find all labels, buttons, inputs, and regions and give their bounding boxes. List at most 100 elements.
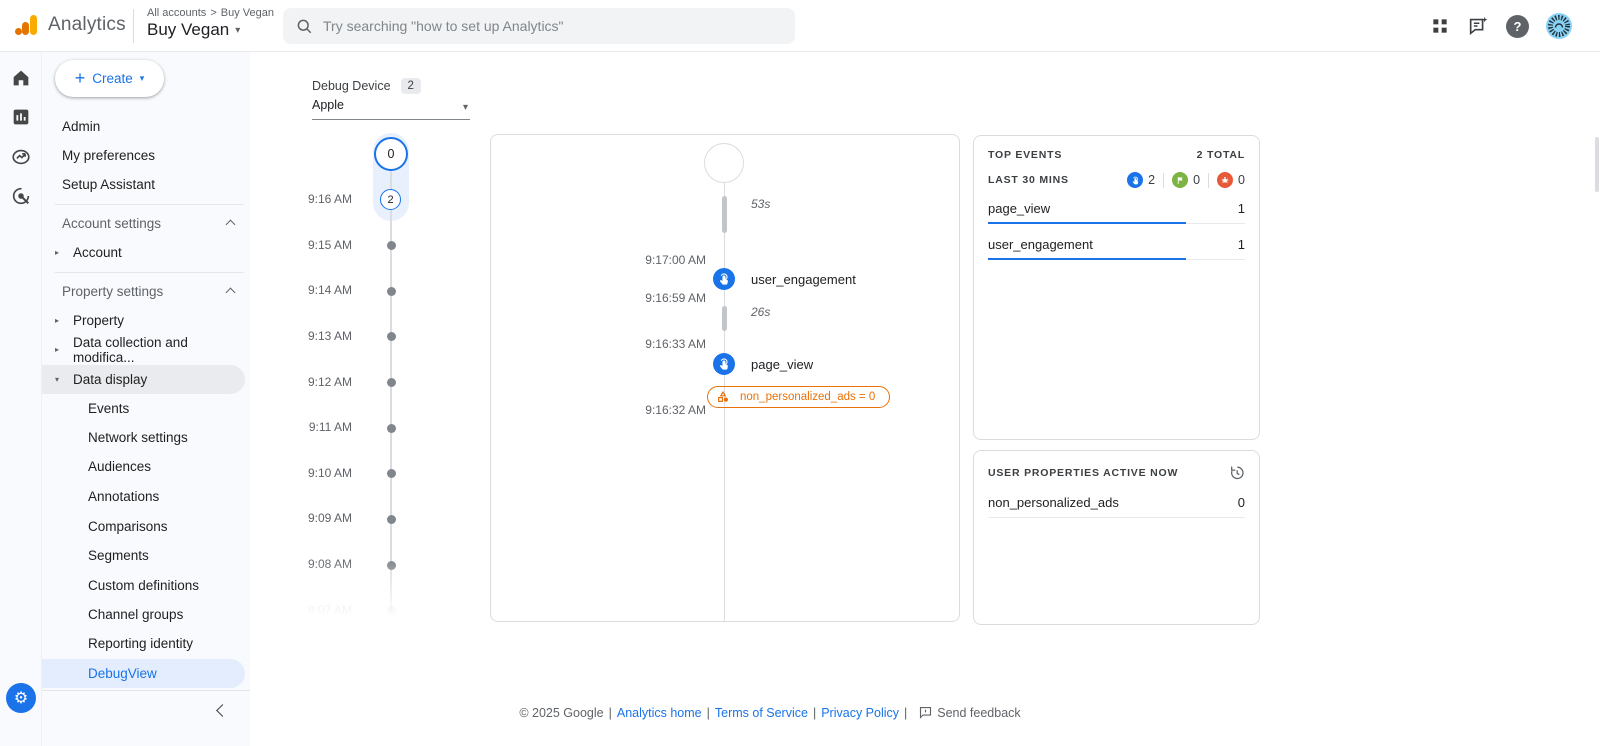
breadcrumb-separator: > [210, 7, 217, 19]
minute-dot[interactable] [386, 332, 396, 341]
footer-link-privacy[interactable]: Privacy Policy [821, 706, 900, 720]
sidebar-item-comparisons[interactable]: Comparisons [88, 519, 168, 534]
minute-label: 9:12 AM [307, 375, 352, 389]
divider [55, 204, 244, 205]
diagnostics-grid-icon[interactable] [1430, 16, 1450, 36]
sidebar-item-data-collection[interactable]: ▸ Data collection and modifica... [55, 334, 188, 365]
sidebar-item-network-settings[interactable]: Network settings [88, 430, 188, 445]
avatar[interactable] [1546, 13, 1572, 39]
insights-feedback-icon[interactable] [1467, 15, 1489, 37]
event-count-bar [988, 258, 1186, 260]
history-icon[interactable] [1228, 464, 1245, 481]
event-name[interactable]: user_engagement [751, 272, 856, 287]
top-event-row[interactable]: page_view 1 [988, 197, 1245, 224]
user-properties-title: USER PROPERTIES ACTIVE NOW [988, 466, 1179, 479]
chevron-down-icon: ▾ [462, 102, 468, 113]
minute-dot[interactable] [386, 241, 396, 250]
duration-label: 26s [751, 305, 771, 319]
chevron-left-icon [215, 703, 229, 717]
user-property-chip[interactable]: non_personalized_ads = 0 [707, 386, 891, 408]
minute-bubble-916[interactable]: 2 [380, 189, 401, 210]
scrollbar-thumb[interactable] [1595, 137, 1599, 192]
minute-dot[interactable] [386, 606, 396, 615]
advertising-icon[interactable] [10, 185, 32, 207]
divider [55, 272, 244, 273]
minute-label: 9:11 AM [308, 420, 352, 434]
event-icon[interactable] [713, 353, 735, 375]
analytics-logo[interactable]: Analytics [14, 12, 126, 38]
sidebar-item-audiences[interactable]: Audiences [88, 459, 152, 474]
sidebar-item-debugview[interactable]: DebugView [42, 659, 245, 688]
event-icon[interactable] [713, 268, 735, 290]
top-events-subtitle: LAST 30 MINS [988, 174, 1069, 186]
divider [42, 690, 250, 691]
home-icon[interactable] [10, 67, 32, 89]
duration-label: 53s [751, 197, 771, 211]
minute-dot[interactable] [386, 424, 396, 433]
user-property-row[interactable]: non_personalized_ads 0 [988, 491, 1245, 518]
nav-rail: ⚙ [0, 52, 42, 746]
debug-device-label: Debug Device [312, 79, 391, 93]
search-input[interactable] [323, 18, 763, 34]
sidebar-item-data-display[interactable]: ▾ Data display [42, 365, 245, 394]
collapse-sidebar-button[interactable] [212, 700, 232, 720]
sidebar-item-segments[interactable]: Segments [88, 548, 149, 563]
property-title[interactable]: Buy Vegan [147, 20, 230, 39]
send-feedback-link[interactable]: Send feedback [937, 706, 1021, 720]
sidebar-item-property[interactable]: ▸ Property [55, 313, 125, 328]
debugview-main: Debug Device 2 Apple ▾ 0 2 9:16 AM 9:15 … [250, 52, 1600, 746]
section-account-settings[interactable]: Account settings [42, 209, 250, 238]
create-button[interactable]: + Create ▾ [55, 60, 164, 97]
timeline-line [390, 171, 392, 611]
debug-device-select[interactable]: Apple ▾ [312, 98, 470, 120]
divider [1208, 172, 1210, 188]
top-events-total: 2 TOTAL [1196, 149, 1245, 161]
brand-name: Analytics [48, 14, 126, 35]
reports-icon[interactable] [10, 106, 32, 128]
event-time: 9:16:32 AM [645, 403, 706, 417]
account-switcher[interactable]: All accounts > Buy Vegan Buy Vegan ▾ [147, 7, 274, 40]
minute-dot[interactable] [386, 469, 396, 478]
minute-dot[interactable] [386, 287, 396, 296]
section-property-settings[interactable]: Property settings [42, 277, 250, 306]
minute-dot[interactable] [386, 561, 396, 570]
sidebar-item-annotations[interactable]: Annotations [88, 489, 160, 504]
duration-segment [721, 306, 727, 331]
footer-link-terms[interactable]: Terms of Service [714, 706, 808, 720]
chevron-down-icon: ▾ [139, 73, 145, 83]
minute-label: 9:07 AM [307, 603, 352, 617]
sidebar-item-custom-definitions[interactable]: Custom definitions [88, 578, 200, 593]
sidebar-item-my-preferences[interactable]: My preferences [62, 148, 156, 163]
event-name[interactable]: page_view [751, 357, 814, 372]
event-time: 9:16:33 AM [645, 337, 706, 351]
breadcrumb: All accounts > Buy Vegan [147, 7, 274, 19]
sidebar-item-setup-assistant[interactable]: Setup Assistant [62, 177, 156, 192]
shapes-property-icon [718, 390, 729, 402]
minute-dot[interactable] [386, 378, 396, 387]
chevron-down-icon: ▾ [235, 24, 241, 36]
feedback-icon [920, 706, 932, 719]
minutes-timeline: 0 2 9:16 AM 9:15 AM 9:14 AM 9:13 AM 9:12… [290, 125, 456, 630]
footer-link-analytics-home[interactable]: Analytics home [616, 706, 702, 720]
explore-icon[interactable] [10, 146, 32, 168]
sidebar-item-account[interactable]: ▸ Account [55, 245, 122, 260]
admin-gear-button[interactable]: ⚙ [6, 683, 36, 713]
current-minute-bubble[interactable]: 0 [374, 137, 408, 171]
breadcrumb-current[interactable]: Buy Vegan [220, 7, 274, 19]
sidebar-item-channel-groups[interactable]: Channel groups [88, 607, 184, 622]
events-count-icon [1127, 172, 1144, 188]
minute-label: 9:09 AM [307, 511, 352, 525]
minute-dot[interactable] [386, 515, 396, 524]
event-time: 9:17:00 AM [645, 253, 706, 267]
analytics-logo-icon [15, 15, 37, 35]
sidebar-item-admin[interactable]: Admin [62, 119, 101, 134]
user-properties-card: USER PROPERTIES ACTIVE NOW non_personali… [973, 450, 1260, 625]
sidebar-item-reporting-identity[interactable]: Reporting identity [88, 636, 194, 651]
help-icon[interactable]: ? [1506, 14, 1529, 38]
breadcrumb-root[interactable]: All accounts [147, 7, 207, 19]
search-bar[interactable] [283, 8, 795, 44]
sidebar-item-events[interactable]: Events [88, 401, 130, 416]
top-event-row[interactable]: user_engagement 1 [988, 233, 1245, 260]
minute-label: 9:14 AM [307, 283, 352, 297]
stream-line [723, 183, 725, 621]
